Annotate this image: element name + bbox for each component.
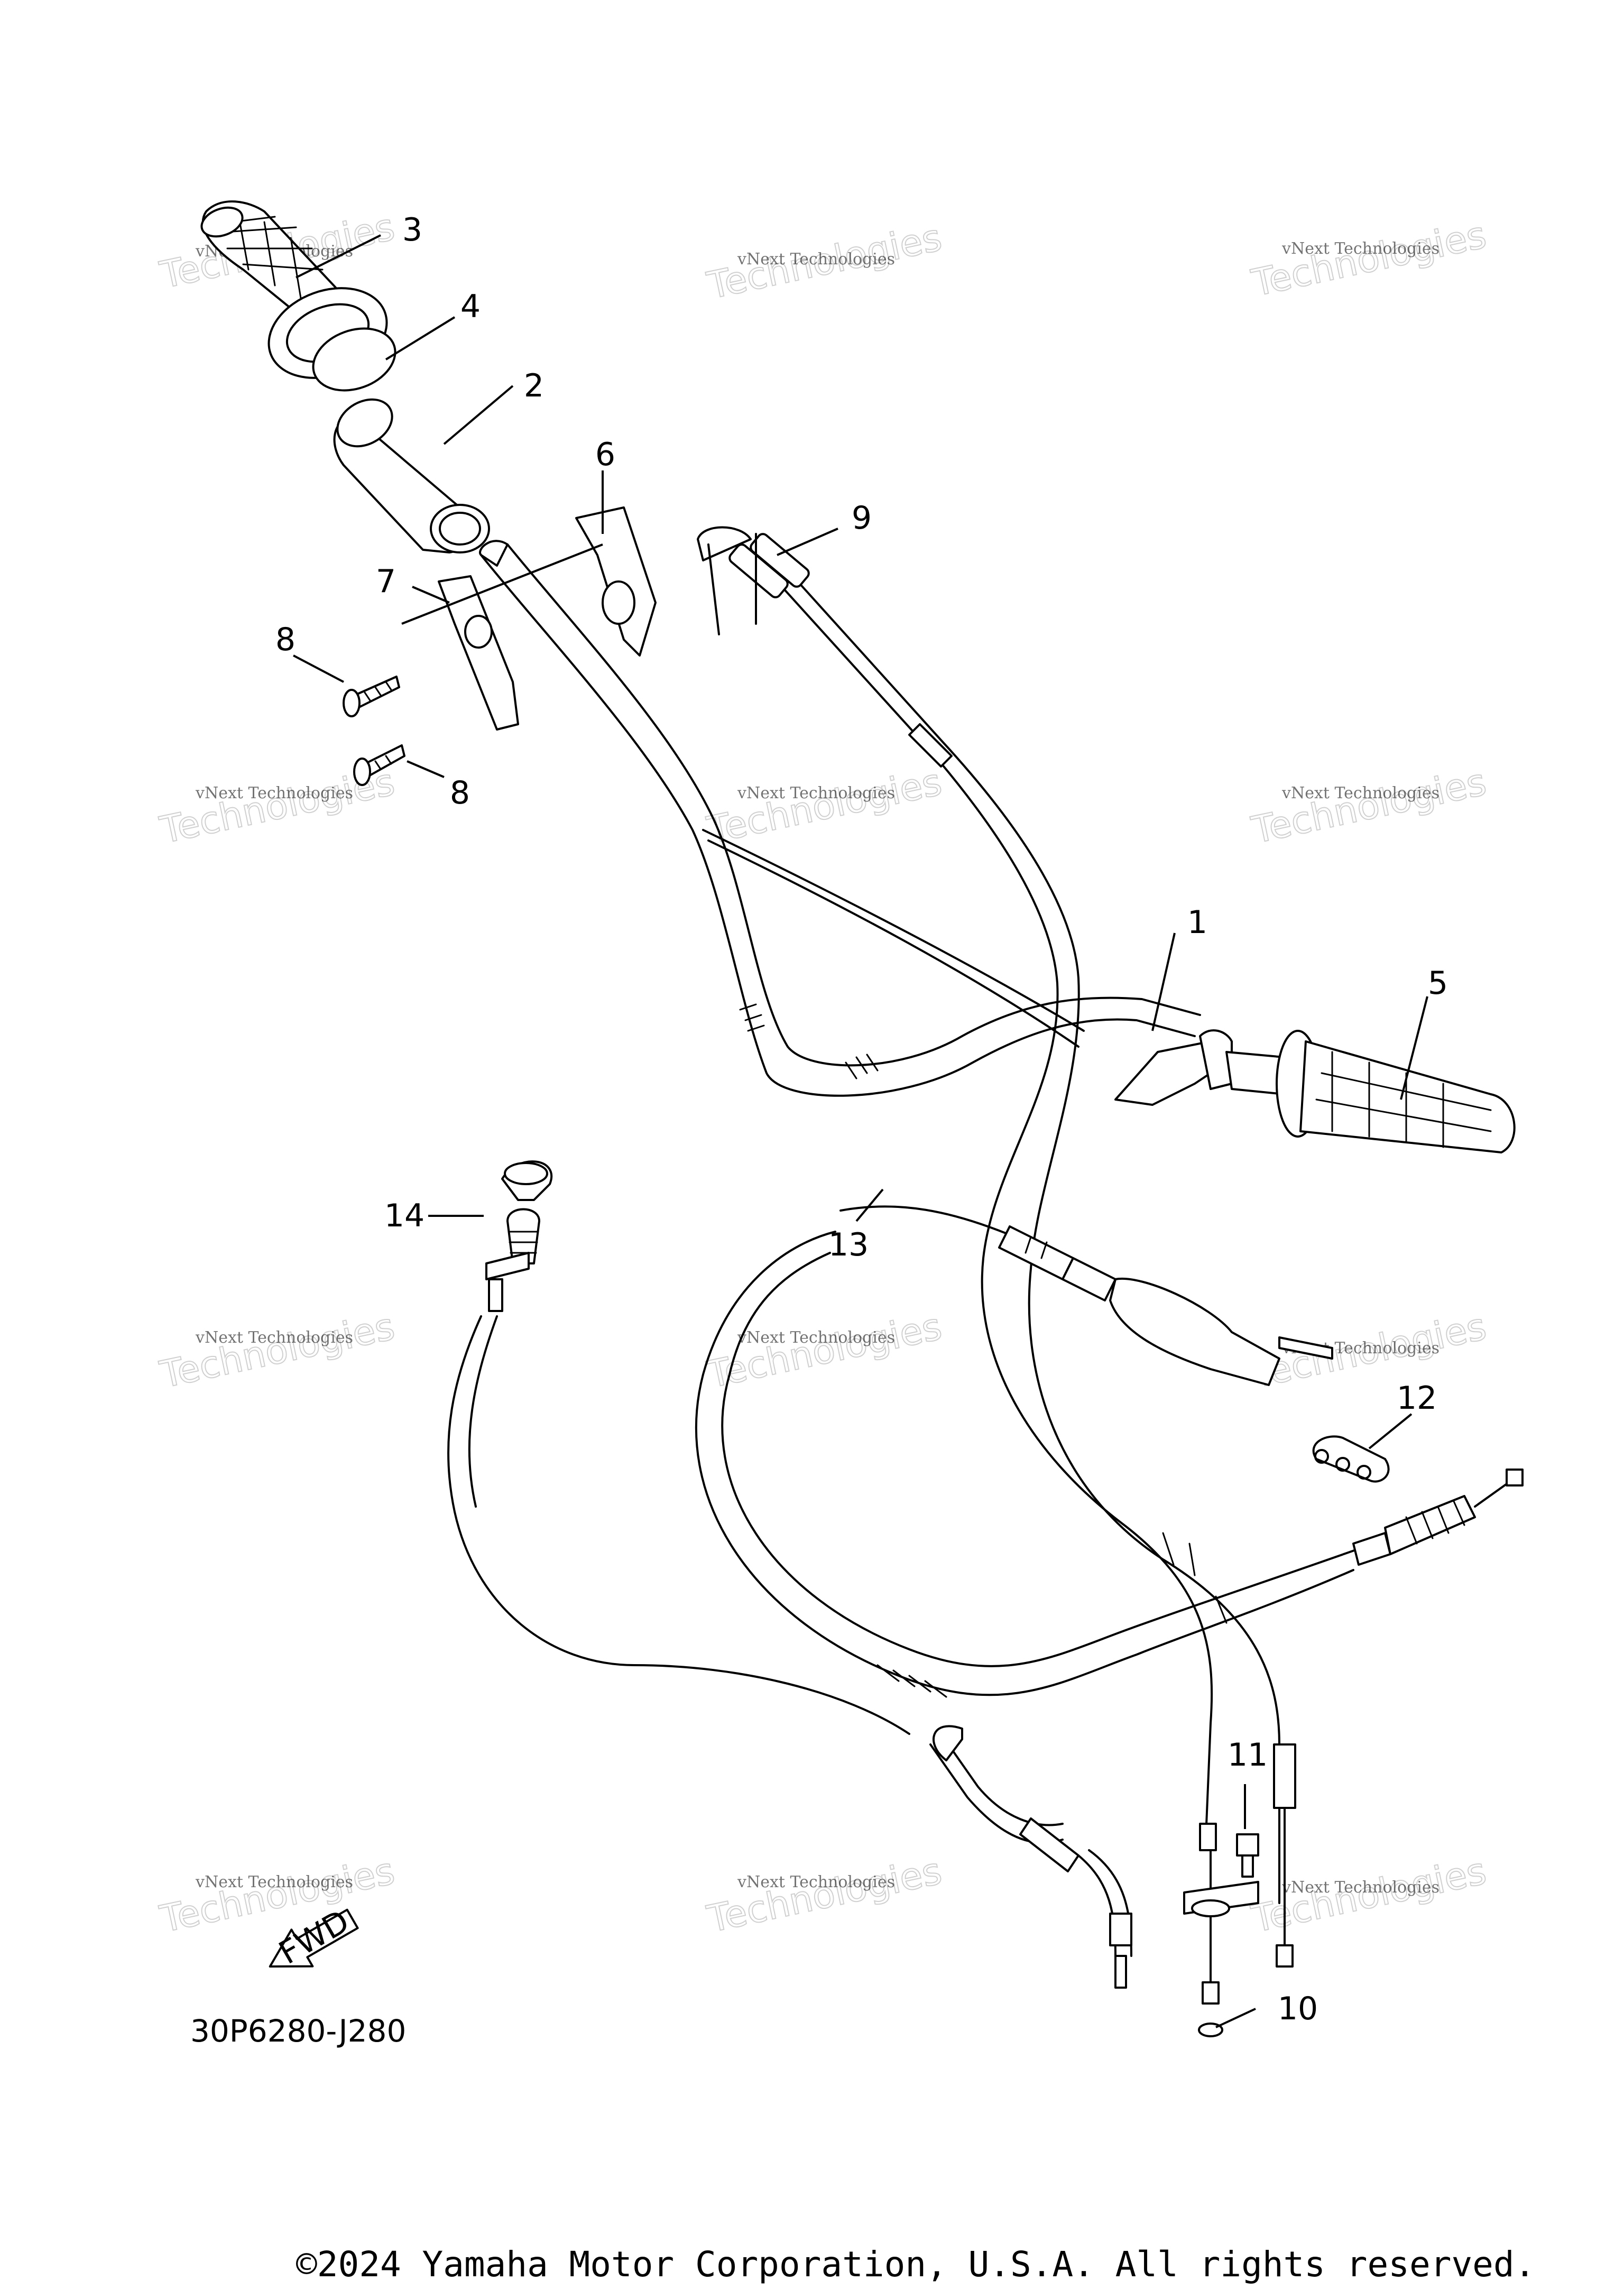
throttle-cables: [697, 526, 1296, 2005]
grip-collar: [267, 287, 396, 392]
diagram-code: 30P6280-J280: [190, 2013, 406, 2049]
bolt-lower: [353, 744, 405, 786]
callout-13: 13: [828, 1226, 869, 1263]
callout-12: 12: [1397, 1380, 1437, 1417]
callout-10: 10: [1278, 1990, 1318, 2027]
callout-1: 1: [1187, 904, 1207, 941]
copyright-notice: ©2024 Yamaha Motor Corporation, U.S.A. A…: [296, 2244, 1536, 2285]
callout-2: 2: [524, 367, 544, 404]
cable-holder: [1312, 1435, 1390, 1483]
watermark-large: Technologies: [156, 1305, 399, 1397]
callout-6: 6: [595, 436, 615, 473]
right-grip-assembly: [1114, 1029, 1516, 1153]
callout-labels: 1 2 3 4 5 6 7 8 8 9 10 11 12 13 14: [275, 211, 1448, 2027]
callout-5: 5: [1428, 965, 1448, 1002]
throttle-tube: [333, 398, 490, 553]
watermark-large: Technologies: [1248, 760, 1490, 852]
watermark-small: vNext Technologies: [737, 1873, 895, 1891]
callout-7: 7: [376, 563, 396, 600]
watermark-small: vNext Technologies: [737, 784, 895, 802]
callout-9: 9: [852, 500, 872, 537]
clutch-cable: [695, 1205, 1524, 1989]
callout-3: 3: [402, 211, 422, 248]
watermark-small: vNext Technologies: [195, 784, 353, 802]
callout-4: 4: [460, 288, 481, 325]
choke-knob: [447, 1160, 910, 1735]
handlebar: [479, 540, 1201, 1097]
bolt-upper: [343, 676, 400, 717]
watermark-small: vNext Technologies: [1281, 1878, 1440, 1897]
callout-8-lower: 8: [450, 774, 470, 811]
watermark-large: Technologies: [156, 1849, 399, 1941]
clamp-lower: [438, 575, 519, 731]
watermark-small: vNext Technologies: [737, 1328, 895, 1347]
watermark-small: vNext Technologies: [195, 1873, 353, 1891]
watermark-small: vNext Technologies: [737, 250, 895, 269]
watermark-small: vNext Technologies: [1281, 239, 1440, 258]
watermark-small: vNext Technologies: [195, 1328, 353, 1347]
watermark-large: Technologies: [704, 1305, 946, 1397]
leader-lines: [293, 234, 1428, 2028]
clamp-upper: [575, 506, 657, 657]
callout-14: 14: [384, 1197, 425, 1234]
watermark-large: Technologies: [704, 760, 946, 852]
small-bolt: [1236, 1833, 1259, 1878]
watermark-large: Technologies: [704, 1849, 946, 1941]
watermark-large: Technologies: [1248, 213, 1490, 305]
callout-8-upper: 8: [275, 621, 296, 658]
callout-11: 11: [1228, 1737, 1268, 1774]
watermark-small: vNext Technologies: [1281, 784, 1440, 802]
